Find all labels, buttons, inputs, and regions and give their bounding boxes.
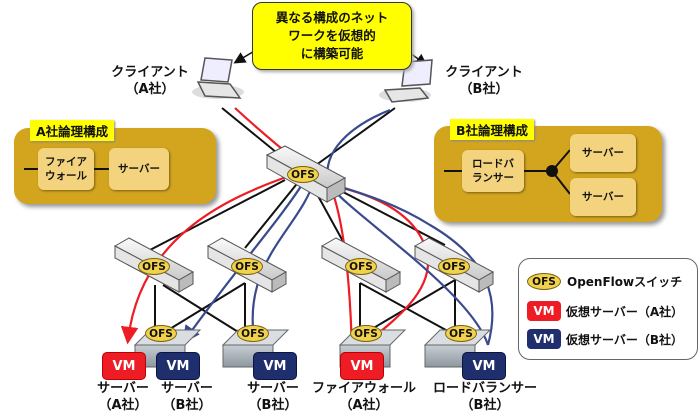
ofs-badge-icon: OFS: [527, 273, 561, 290]
logical-config-b-title: B社論理構成: [450, 119, 535, 140]
ofs-tag-server-4: OFS: [445, 325, 477, 342]
legend-label: 仮想サーバー（B社）: [566, 332, 684, 347]
legend-label: OpenFlowスイッチ: [567, 275, 683, 289]
node-firewall: ファイア ウォール: [38, 148, 94, 190]
laptop-icon-client-a: [192, 57, 244, 99]
vm-load-balancer-b: VM: [462, 352, 506, 380]
client-b-label: クライアント （B社）: [445, 65, 523, 97]
node-load-balancer: ロードバ ランサー: [462, 150, 524, 192]
ofs-tag-edge-2: OFS: [231, 258, 263, 275]
client-a-label: クライアント （A社）: [111, 65, 189, 97]
vm-server-b-2: VM: [253, 352, 297, 380]
vm-a-badge-icon: VM: [527, 301, 561, 321]
legend-label: 仮想サーバー（A社）: [566, 304, 684, 319]
callout-box: 異なる構成のネット ワークを仮想的 に構築可能: [252, 2, 412, 70]
link-line: [524, 170, 552, 172]
branch-lines: [552, 149, 571, 195]
ofs-tag-edge-3: OFS: [345, 258, 377, 275]
link-line: [94, 168, 109, 170]
ofs-tag-edge-4: OFS: [438, 258, 470, 275]
legend: OFS OpenFlowスイッチ VM 仮想サーバー（A社） VM 仮想サーバー…: [518, 258, 698, 360]
link-line: [444, 170, 464, 172]
server-label-1: サーバー （A社）: [97, 381, 149, 413]
ofs-tag-edge-1: OFS: [138, 258, 170, 275]
node-server-2: サーバー: [570, 178, 636, 216]
ofs-tag-server-1: OFS: [145, 325, 177, 342]
vm-server-b-1: VM: [156, 352, 200, 380]
logical-config-b: ロードバ ランサー サーバー サーバー: [434, 126, 662, 222]
legend-item-vm-b: VM 仮想サーバー（B社）: [527, 329, 683, 349]
ofs-tag-core: OFS: [287, 166, 319, 183]
node-server-1: サーバー: [570, 134, 636, 172]
logical-config-a-title: A社論理構成: [30, 120, 115, 141]
legend-item-vm-a: VM 仮想サーバー（A社）: [527, 301, 683, 321]
legend-item-ofs: OFS OpenFlowスイッチ: [527, 273, 682, 290]
physical-links: [149, 107, 456, 336]
edge-switches: [113, 237, 495, 293]
vm-firewall-a: VM: [340, 352, 384, 380]
server-label-2: サーバー （B社）: [161, 381, 213, 413]
vm-b-badge-icon: VM: [527, 329, 561, 349]
server-label-3: サーバー （B社）: [247, 381, 299, 413]
ofs-tag-server-3: OFS: [350, 325, 382, 342]
ofs-tag-server-2: OFS: [237, 325, 269, 342]
node-server: サーバー: [109, 148, 169, 190]
server-label-4: ファイアウォール （A社）: [311, 381, 416, 413]
server-label-5: ロードバランサー （B社）: [432, 381, 537, 413]
vm-server-a: VM: [102, 352, 146, 380]
link-line: [24, 168, 38, 170]
